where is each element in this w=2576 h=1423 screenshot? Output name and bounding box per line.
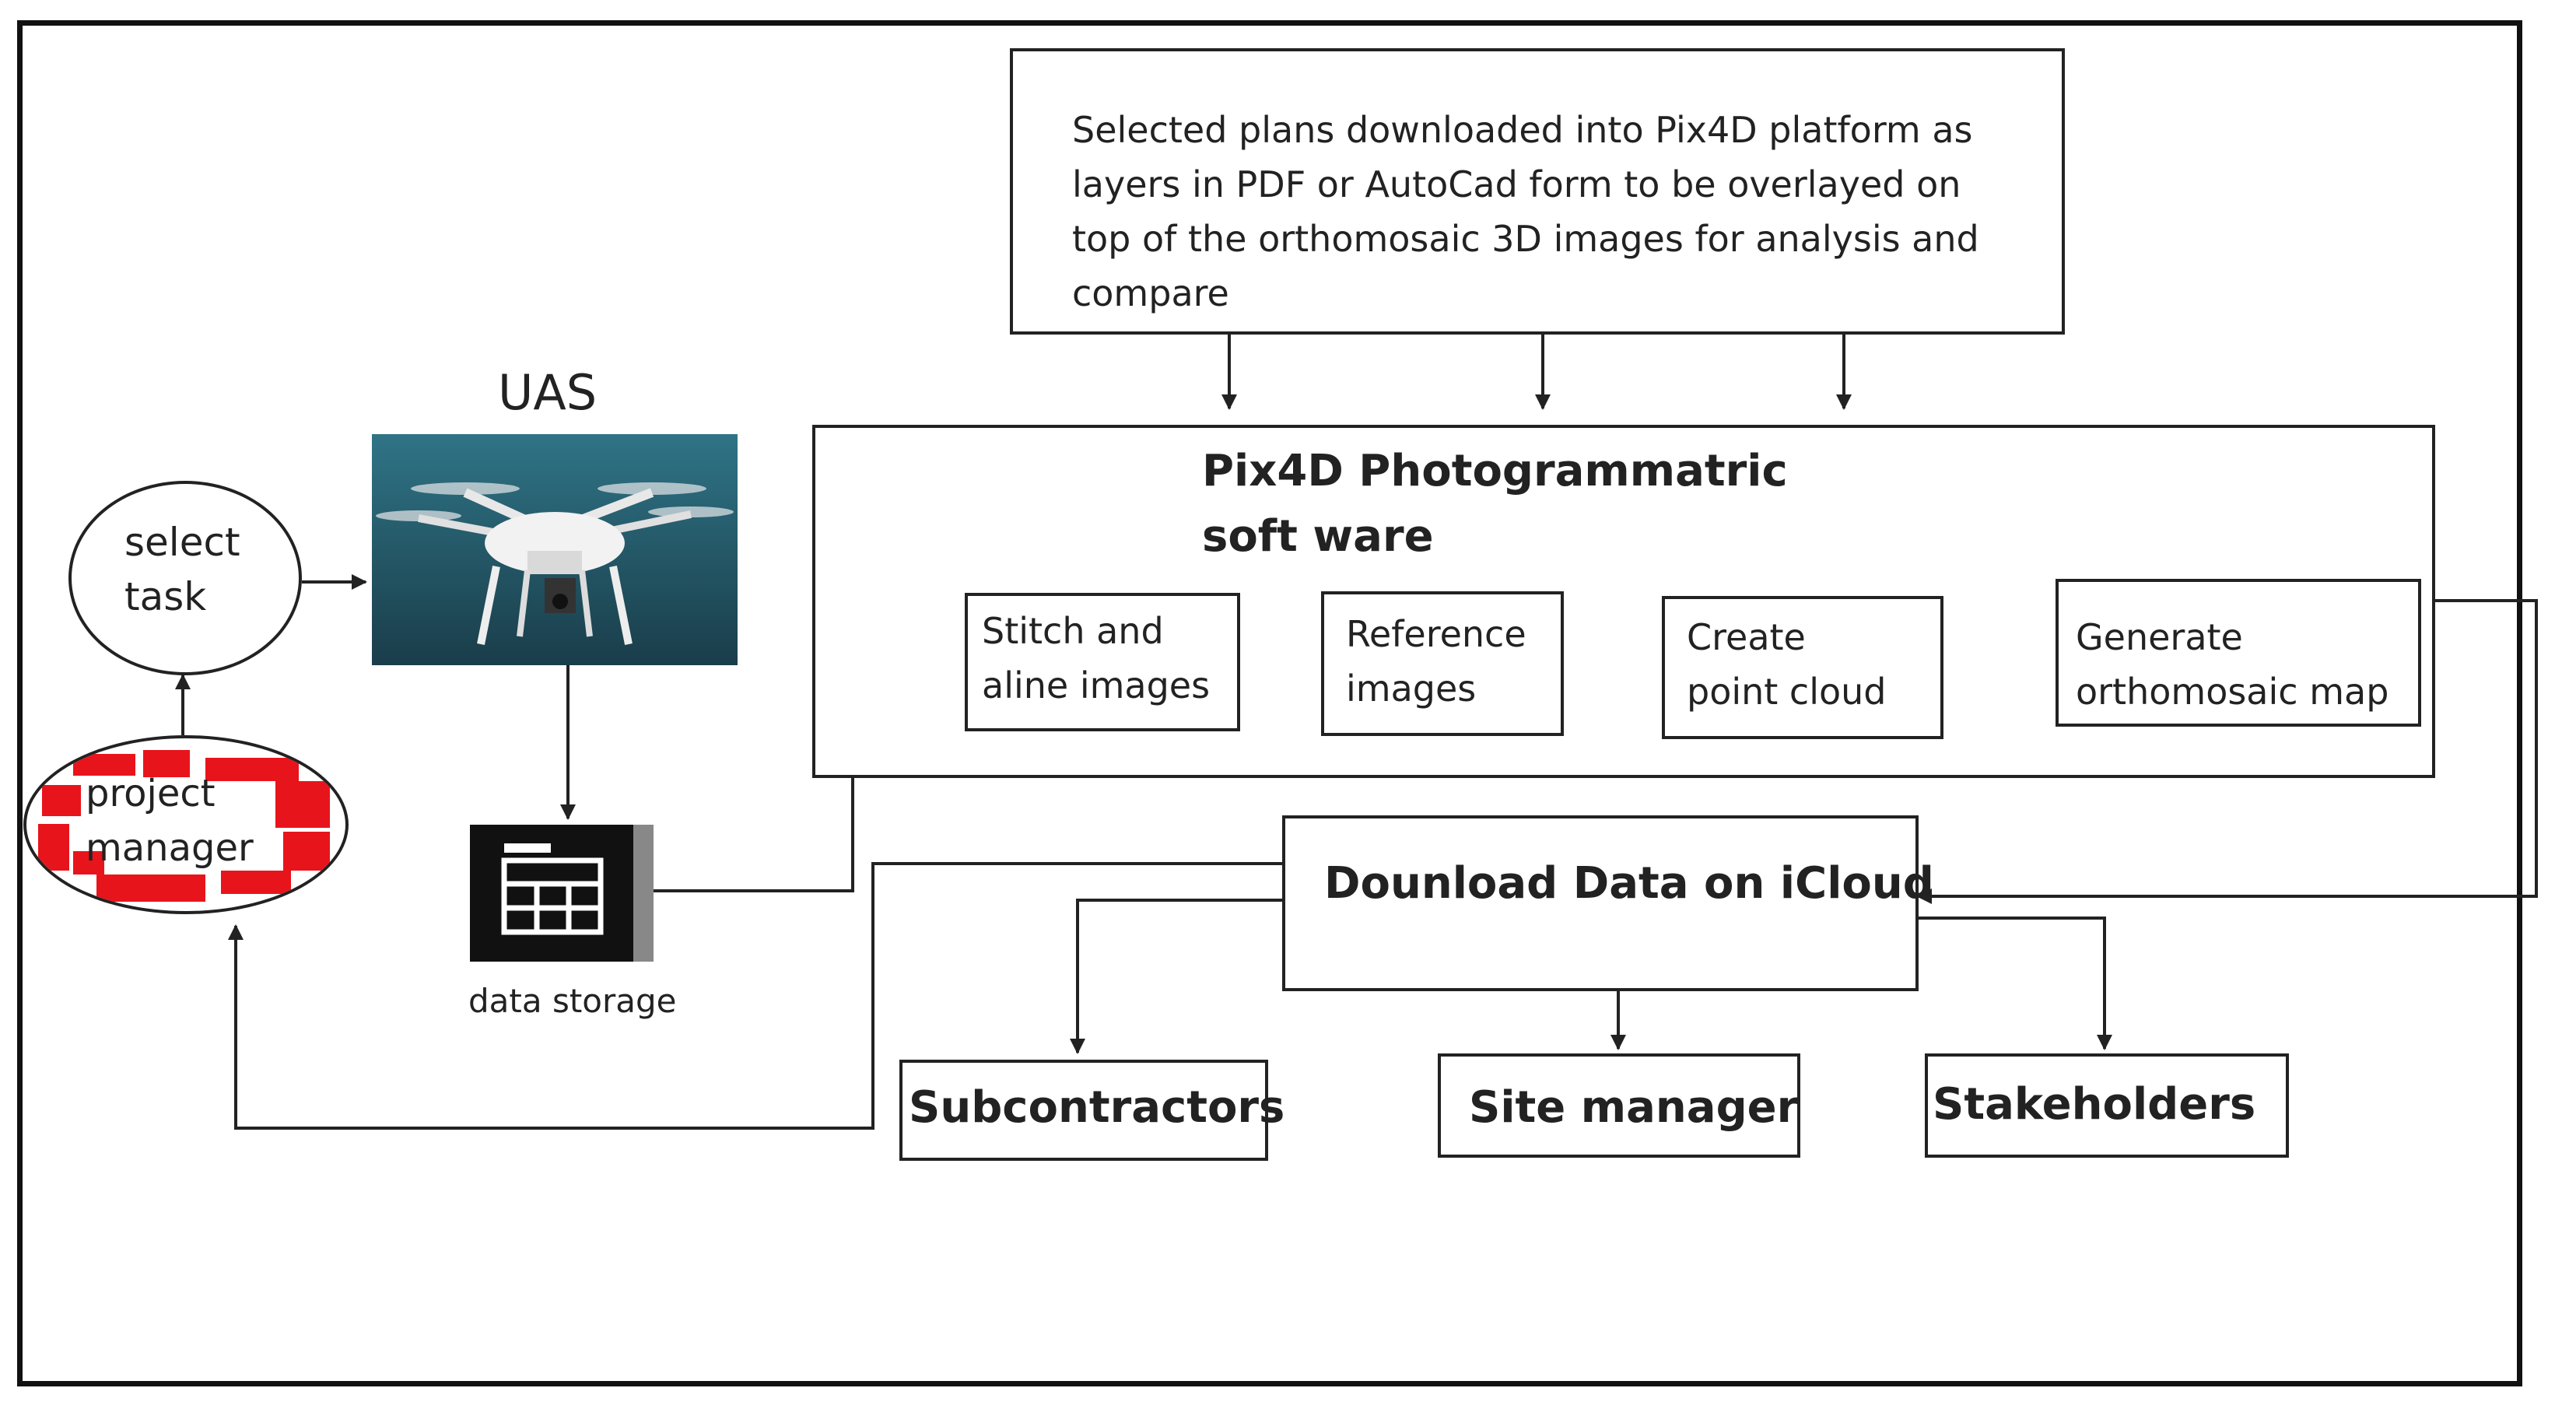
step-point-cloud [1662,596,1943,739]
select-task-text: select task [124,520,240,619]
project-manager-node [23,735,349,914]
arrow-ortho-to-download [1916,599,2538,904]
recipient-stakeholders-text: Stakeholders [1933,1079,2256,1130]
select-task-node [68,481,302,675]
pix4d-title: Pix4D Photogrammatric soft ware [1202,446,1788,562]
arrow-download-to-subcontractors [1070,899,1282,1054]
recipient-site-manager-text: Site manager [1469,1082,1799,1133]
uas-label: UAS [498,364,598,421]
download-box [1282,815,1919,991]
plans-box-text: Selected plans downloaded into Pix4D pla… [1072,109,1979,314]
recipient-stakeholders [1925,1053,2289,1158]
step-stitch-text: Stitch and aline images [982,610,1211,706]
data-storage-label: data storage [468,982,677,1020]
step-orthomosaic [2056,579,2421,727]
recipient-site-manager [1438,1053,1800,1158]
redaction-marks [38,750,330,902]
step-reference [1321,591,1564,736]
data-storage-icon [470,825,654,962]
drone-photo [372,434,738,665]
step-reference-text: Reference images [1346,613,1526,710]
recipient-subcontractors [899,1060,1268,1161]
project-manager-text: project manager [86,772,254,870]
step-orthomosaic-text: Generate orthomosaic map [2076,616,2389,713]
plans-box [1010,48,2065,335]
step-point-cloud-text: Create point cloud [1687,616,1887,713]
download-text: Dounload Data on iCloud [1324,858,1934,909]
arrow-download-to-stakeholders [1918,917,2112,1050]
arrow-download-to-manager [228,862,1282,1130]
recipient-subcontractors-text: Subcontractors [909,1082,1285,1133]
step-stitch [965,593,1240,731]
